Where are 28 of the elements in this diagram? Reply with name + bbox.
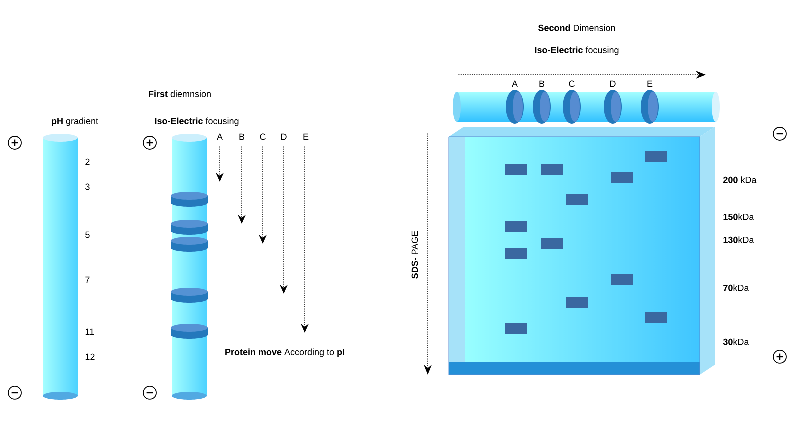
lane-letter: C bbox=[569, 80, 575, 88]
axis-label: SDS- PAGE bbox=[412, 231, 418, 279]
ph-value: 12 bbox=[86, 354, 95, 360]
size-marker: 130kDa bbox=[724, 236, 754, 244]
ph-value: 5 bbox=[86, 232, 90, 238]
subheading: Iso-Electric focusing bbox=[535, 46, 619, 56]
size-marker: 30kDa bbox=[723, 338, 750, 346]
subheading: pH gradient bbox=[52, 118, 98, 126]
ph-value: 2 bbox=[86, 158, 90, 166]
caption-text: Protein move According to pI bbox=[226, 348, 344, 358]
heading: First diemnsion bbox=[149, 90, 211, 98]
lane-letter: C bbox=[260, 134, 266, 140]
size-marker: 200 kDa bbox=[724, 176, 757, 184]
lane-letter: D bbox=[282, 134, 287, 140]
ph-value: 7 bbox=[86, 276, 90, 284]
heading: Second Dimension bbox=[538, 24, 616, 32]
size-marker: 150kDa bbox=[724, 214, 754, 220]
lane-letter: B bbox=[540, 80, 545, 88]
ph-value: 11 bbox=[86, 328, 94, 336]
ph-value: 3 bbox=[86, 184, 90, 190]
lane-letter: E bbox=[648, 80, 653, 88]
lane-letter: B bbox=[240, 134, 245, 140]
lane-letter: E bbox=[304, 134, 309, 140]
lane-letter: D bbox=[610, 80, 616, 88]
lane-letter: A bbox=[512, 80, 518, 88]
lane-letter: A bbox=[217, 134, 223, 140]
size-marker: 70kDa bbox=[724, 284, 750, 292]
subheading: Iso-Electric focusing bbox=[155, 118, 239, 126]
